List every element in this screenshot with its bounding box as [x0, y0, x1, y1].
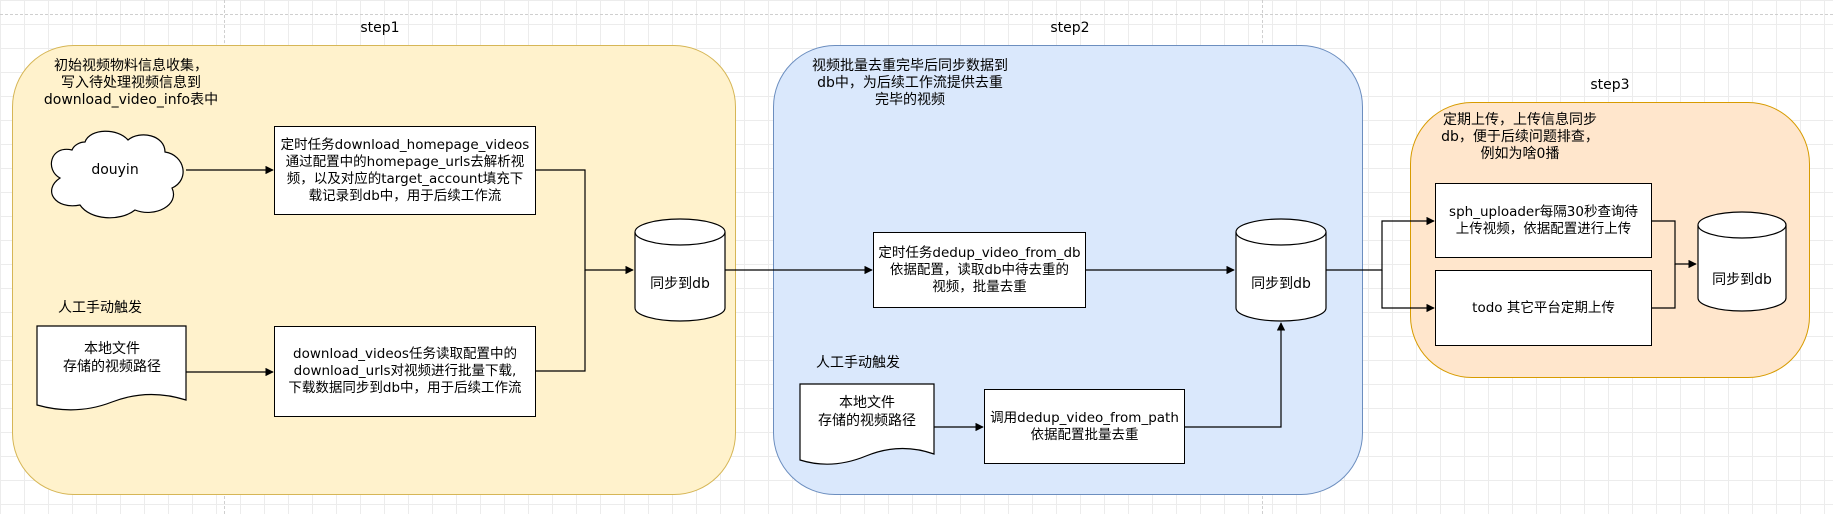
stage3-note: 定期上传，上传信息同步 db，便于后续问题排查， 例如为啥0播 [1441, 112, 1599, 162]
task-dedup-video-from-db[interactable]: 定时任务dedup_video_from_db 依据配置，读取db中待去重的 视… [873, 232, 1086, 308]
edge-sph-to-db3 [1652, 220, 1697, 269]
db-cylinder-3 [1697, 211, 1787, 312]
task-download-homepage-videos[interactable]: 定时任务download_homepage_videos 通过配置中的homep… [274, 126, 536, 215]
stage1-local-doc-label: 本地文件 存储的视频路径 [63, 341, 161, 375]
edge-homepage-to-db1 [536, 169, 634, 275]
stage1-manual-trigger-label: 人工手动触发 [58, 300, 142, 316]
task-sph-uploader[interactable]: sph_uploader每隔30秒查询待 上传视频，依据配置进行上传 [1435, 183, 1652, 258]
edge-db2-to-todo [1381, 270, 1435, 313]
task-todo-upload[interactable]: todo 其它平台定期上传 [1435, 270, 1652, 346]
douyin-cloud-shape [50, 130, 184, 219]
edge-db2-to-sph [1326, 216, 1435, 271]
stage1-note: 初始视频物料信息收集， 写入待处理视频信息到 download_video_in… [43, 58, 219, 108]
guide-line [0, 14, 1833, 15]
step2-label: step2 [1050, 20, 1090, 36]
stage3-db-label: 同步到db [1712, 272, 1772, 288]
stage2-local-doc-label: 本地文件 存储的视频路径 [818, 395, 916, 429]
edge-dedup-path-to-db2 [1185, 322, 1286, 428]
task-dedup-video-from-path[interactable]: 调用dedup_video_from_path 依据配置批量去重 [984, 389, 1185, 464]
stage2-manual-trigger-label: 人工手动触发 [816, 355, 900, 371]
step3-label: step3 [1590, 77, 1630, 93]
local-doc-shape-2 [799, 383, 935, 465]
stage1-db-label: 同步到db [650, 276, 710, 292]
step1-label: step1 [360, 20, 400, 36]
task-download-videos[interactable]: download_videos任务读取配置中的 download_urls对视频… [274, 326, 536, 417]
edge-todo-to-db3 [1652, 264, 1676, 309]
stage2-db-label: 同步到db [1251, 276, 1311, 292]
db-cylinder-2 [1235, 218, 1327, 322]
local-doc-shape-1 [36, 325, 187, 411]
edge-download-to-db1 [536, 270, 586, 372]
stage2-note: 视频批量去重完毕后同步数据到 db中，为后续工作流提供去重 完毕的视频 [812, 58, 1008, 108]
douyin-cloud-label: douyin [91, 162, 139, 178]
db-cylinder-1 [634, 218, 726, 322]
